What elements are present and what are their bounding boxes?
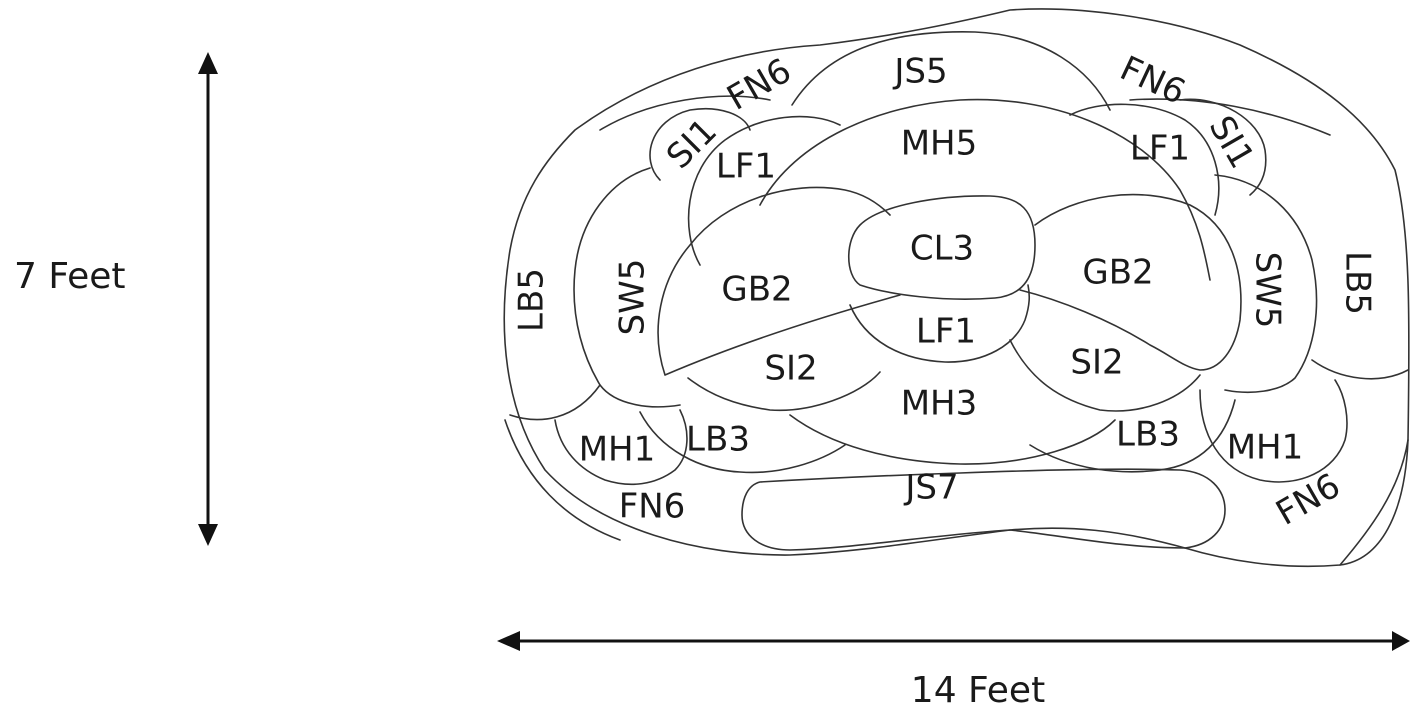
height-label: 7 Feet	[14, 256, 126, 297]
cl3-bed	[848, 195, 1036, 300]
plant-label-lb5: LB5	[1338, 251, 1378, 315]
height-dimension-arrow	[198, 52, 218, 546]
si2-right-bed	[1009, 339, 1201, 412]
gb2-left-bed	[657, 186, 901, 376]
plant-label-fn6: FN6	[619, 487, 686, 527]
plant-label-mh5: MH5	[901, 124, 978, 164]
js5-bed	[791, 31, 1111, 111]
bed-outlines	[503, 8, 1410, 568]
plant-label-sw5: SW5	[1248, 252, 1288, 329]
plant-label-lb5: LB5	[512, 268, 552, 332]
mh1-left-bed	[554, 409, 688, 486]
plant-label-mh1: MH1	[579, 430, 656, 470]
plant-label-sw5: SW5	[613, 259, 653, 336]
plant-label-si2: SI2	[1070, 343, 1123, 383]
plant-label-js7: JS7	[903, 468, 958, 508]
plant-label-mh3: MH3	[901, 384, 978, 424]
plant-label-js5: JS5	[892, 52, 947, 92]
plant-label-lf1: LF1	[916, 312, 976, 352]
plant-label-gb2: GB2	[721, 270, 792, 310]
plant-label-lf1: LF1	[716, 147, 776, 187]
lf1-right-bed	[1069, 103, 1220, 216]
plant-label-si2: SI2	[764, 349, 817, 389]
plant-label-fn6: FN6	[1114, 48, 1191, 112]
plant-label-fn6: FN6	[720, 51, 798, 119]
plant-label-lb3: LB3	[1116, 415, 1180, 455]
si2-left-bed	[687, 371, 881, 412]
plant-label-lf1: LF1	[1130, 129, 1190, 169]
plant-label-gb2: GB2	[1082, 253, 1153, 293]
lf1-center-bed	[849, 284, 1031, 363]
si1-right-bed	[1179, 98, 1267, 196]
lf1-left-bed	[687, 115, 841, 266]
plant-label-lb3: LB3	[686, 420, 750, 460]
si1-left-bed	[649, 107, 751, 181]
plant-label-cl3: CL3	[910, 229, 974, 269]
plant-label-mh1: MH1	[1227, 428, 1304, 468]
mh3-bed	[789, 414, 1116, 465]
sw5-left-bed	[573, 167, 681, 408]
plant-label-fn6: FN6	[1269, 466, 1347, 534]
plant-label-si1: SI1	[1201, 109, 1262, 175]
mh5-bed	[759, 98, 1211, 281]
width-label: 14 Feet	[911, 670, 1045, 711]
sw5-right-bed	[1214, 174, 1318, 394]
lb3-left-bed	[639, 411, 846, 474]
width-dimension-arrow	[497, 631, 1410, 651]
outer-bed-outline	[503, 8, 1410, 568]
mh1-right-bed	[1199, 379, 1348, 483]
gb2-right-bed	[1019, 193, 1242, 371]
js7-bed	[741, 468, 1226, 551]
